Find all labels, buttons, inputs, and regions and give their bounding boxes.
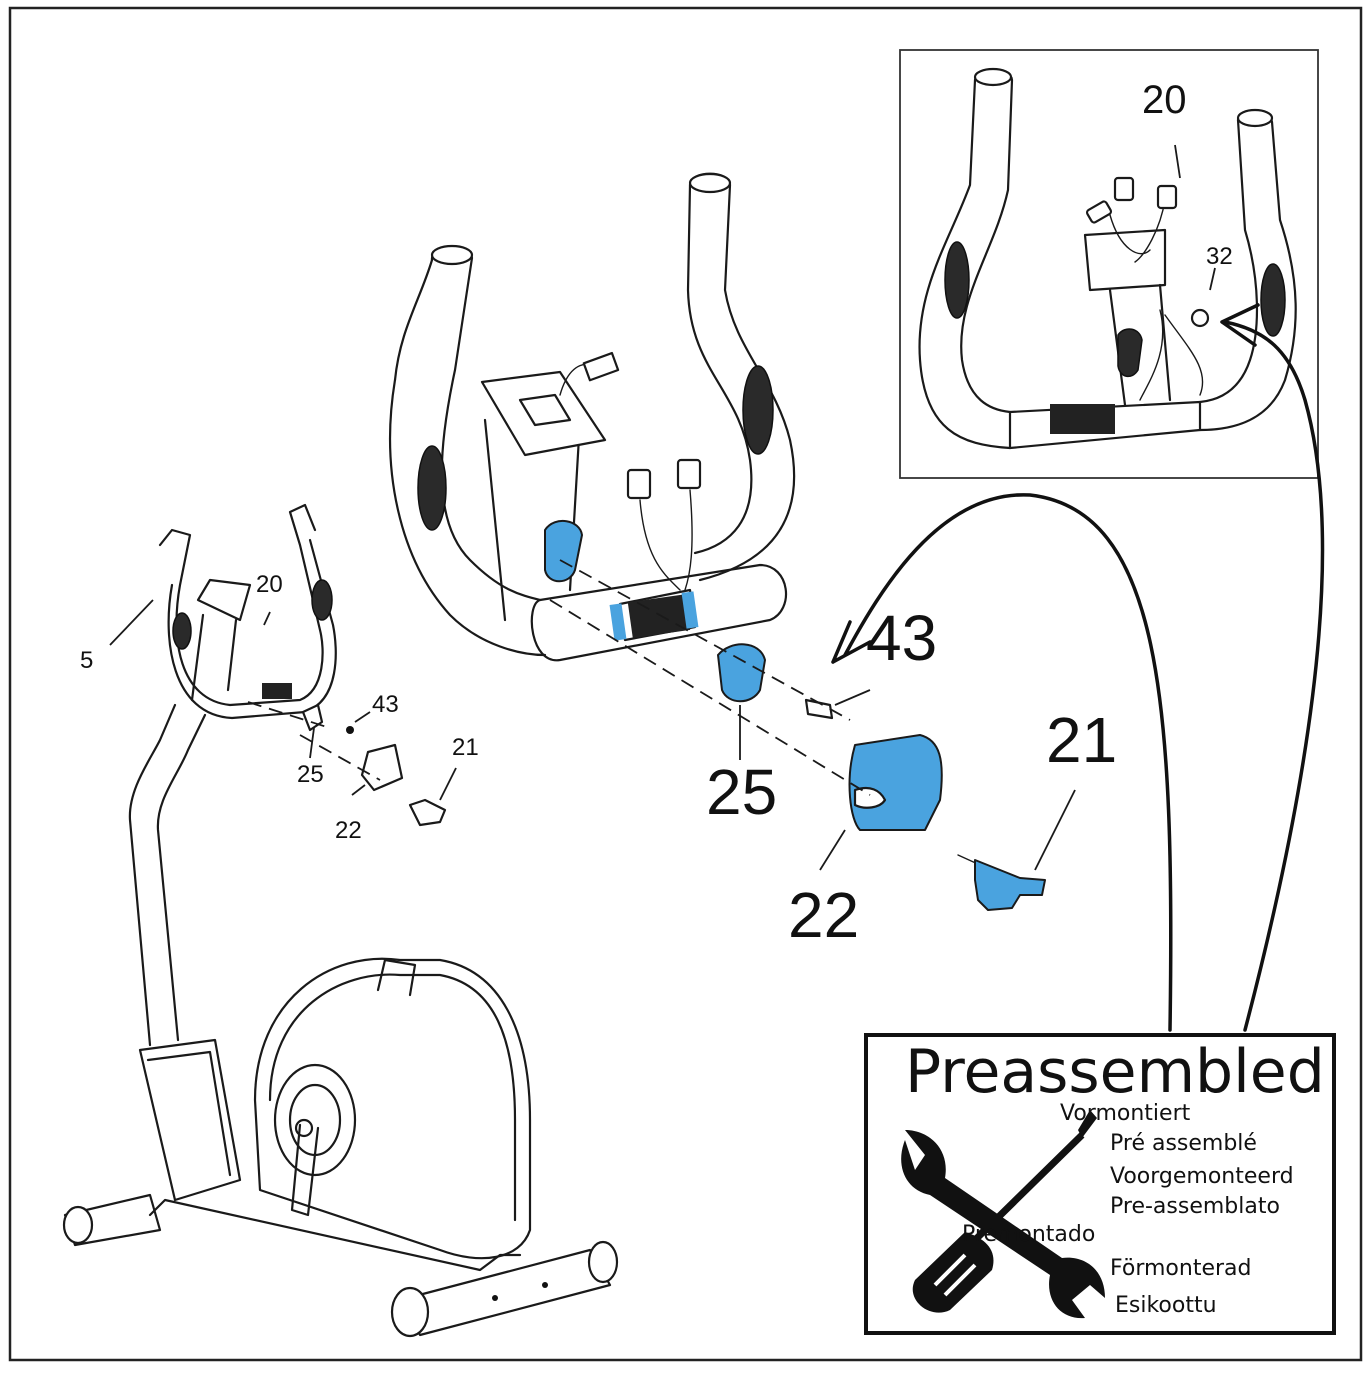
inset-label-20: 20 — [1142, 78, 1187, 122]
preassembled-lang-fr: Pré assemblé — [1110, 1131, 1257, 1156]
preassembled-lang-sv: Förmonterad — [1110, 1256, 1251, 1281]
overview-label-5: 5 — [80, 647, 93, 674]
handlebar-detail — [389, 172, 1076, 911]
preassembled-title: Preassembled — [905, 1037, 1325, 1107]
preassembled-lang-nl: Voorgemonteerd — [1110, 1164, 1294, 1189]
page-border — [8, 6, 1363, 1362]
preassembled-lang-de: Vormontiert — [1060, 1101, 1191, 1126]
overview-label-21: 21 — [452, 734, 479, 761]
bike-overview — [62, 503, 619, 1338]
preassembled-badge — [864, 1033, 1336, 1335]
inset-label-32: 32 — [1206, 243, 1233, 270]
detail-label-43: 43 — [866, 602, 937, 674]
overview-label-20: 20 — [256, 571, 283, 598]
preassembled-lang-fi: Esikoottu — [1115, 1293, 1217, 1318]
overview-label-43: 43 — [372, 691, 399, 718]
overview-label-25: 25 — [297, 761, 324, 788]
preassembled-lang-es: Premontado — [962, 1222, 1095, 1247]
inset-panel — [899, 49, 1319, 479]
callout-arrows — [831, 303, 1325, 1032]
overview-label-22: 22 — [335, 817, 362, 844]
preassembled-lang-it: Pre-assemblato — [1110, 1194, 1280, 1219]
detail-label-22: 22 — [788, 879, 859, 951]
wrench-icon — [901, 1130, 1105, 1319]
detail-label-21: 21 — [1046, 704, 1117, 776]
detail-label-25: 25 — [706, 756, 777, 828]
